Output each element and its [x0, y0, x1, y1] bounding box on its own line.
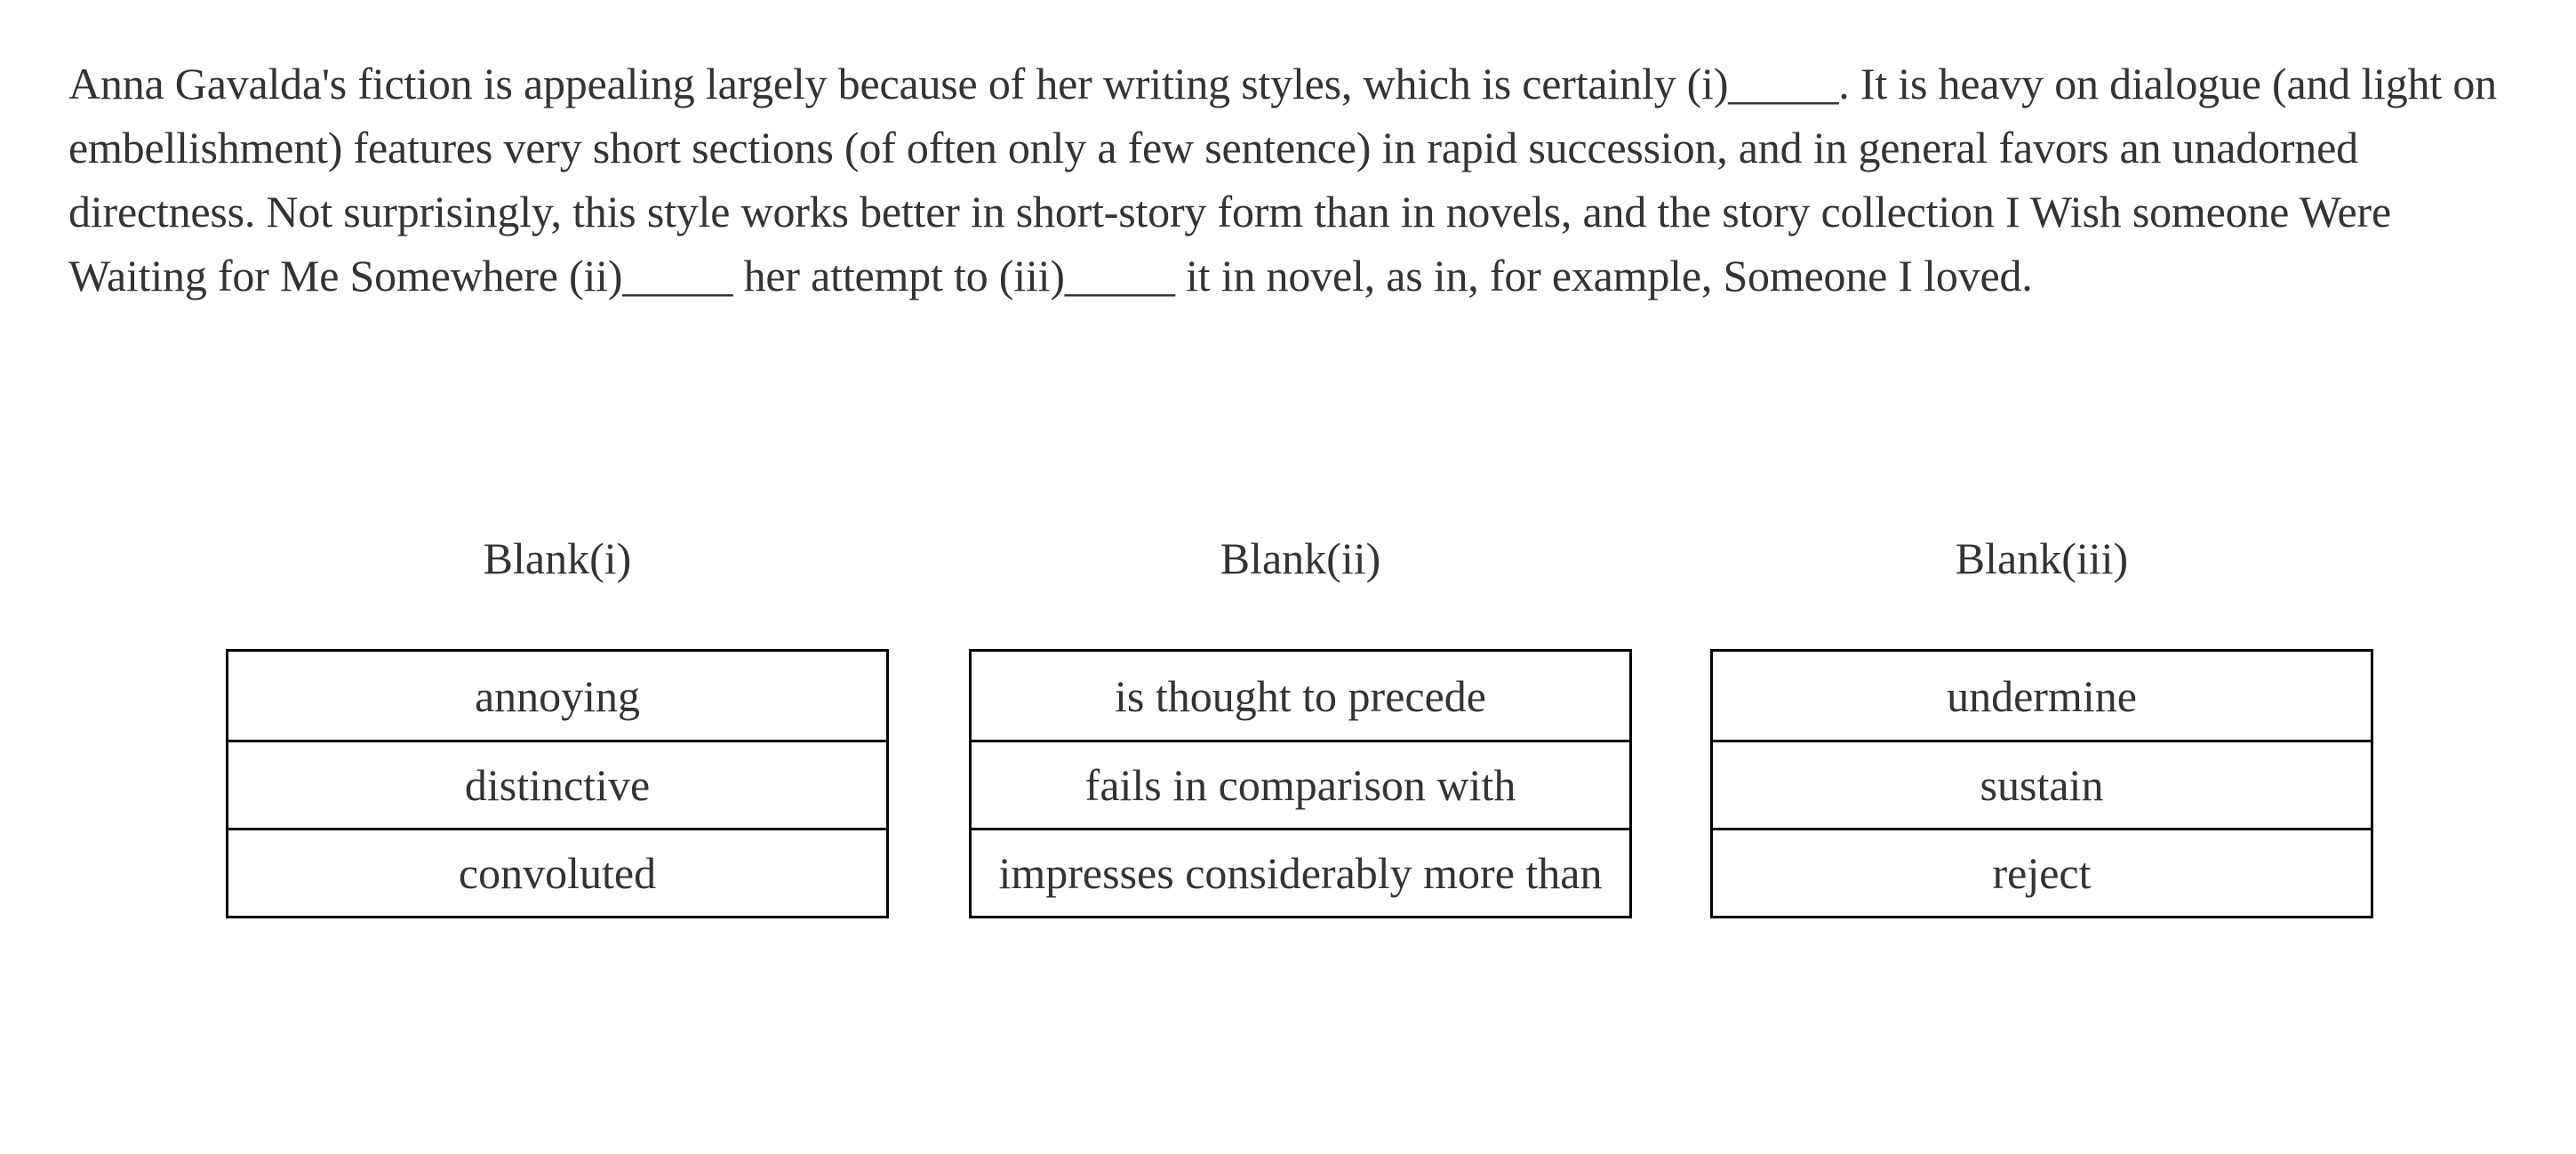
blank-i-option-convoluted[interactable]: convoluted — [228, 828, 886, 916]
blank-ii-option-precede[interactable]: is thought to precede — [1115, 670, 1486, 721]
blank-iii-option-reject[interactable]: reject — [1713, 828, 2371, 916]
blank-iii-option-sustain[interactable]: sustain — [1713, 740, 2371, 828]
blank-i-title: Blank(i) — [483, 533, 632, 583]
blank-iii-option-undermine[interactable]: undermine — [1947, 670, 2137, 721]
blank-iii-options: undermine sustain reject — [1710, 649, 2373, 918]
blank-ii-title: Blank(ii) — [1220, 533, 1381, 583]
blank-iii-title: Blank(iii) — [1955, 533, 2129, 583]
blank-ii-options: is thought to precede fails in compariso… — [969, 649, 1632, 918]
blank-i-option-distinctive[interactable]: distinctive — [228, 740, 886, 828]
blank-i-options: annoying distinctive convoluted — [226, 649, 889, 918]
blank-ii-option-impresses[interactable]: impresses considerably more than — [972, 828, 1629, 916]
blank-i-option-annoying[interactable]: annoying — [474, 670, 641, 721]
blank-ii-option-fails[interactable]: fails in comparison with — [972, 740, 1629, 828]
question-passage: Anna Gavalda's fiction is appealing larg… — [68, 59, 2497, 301]
